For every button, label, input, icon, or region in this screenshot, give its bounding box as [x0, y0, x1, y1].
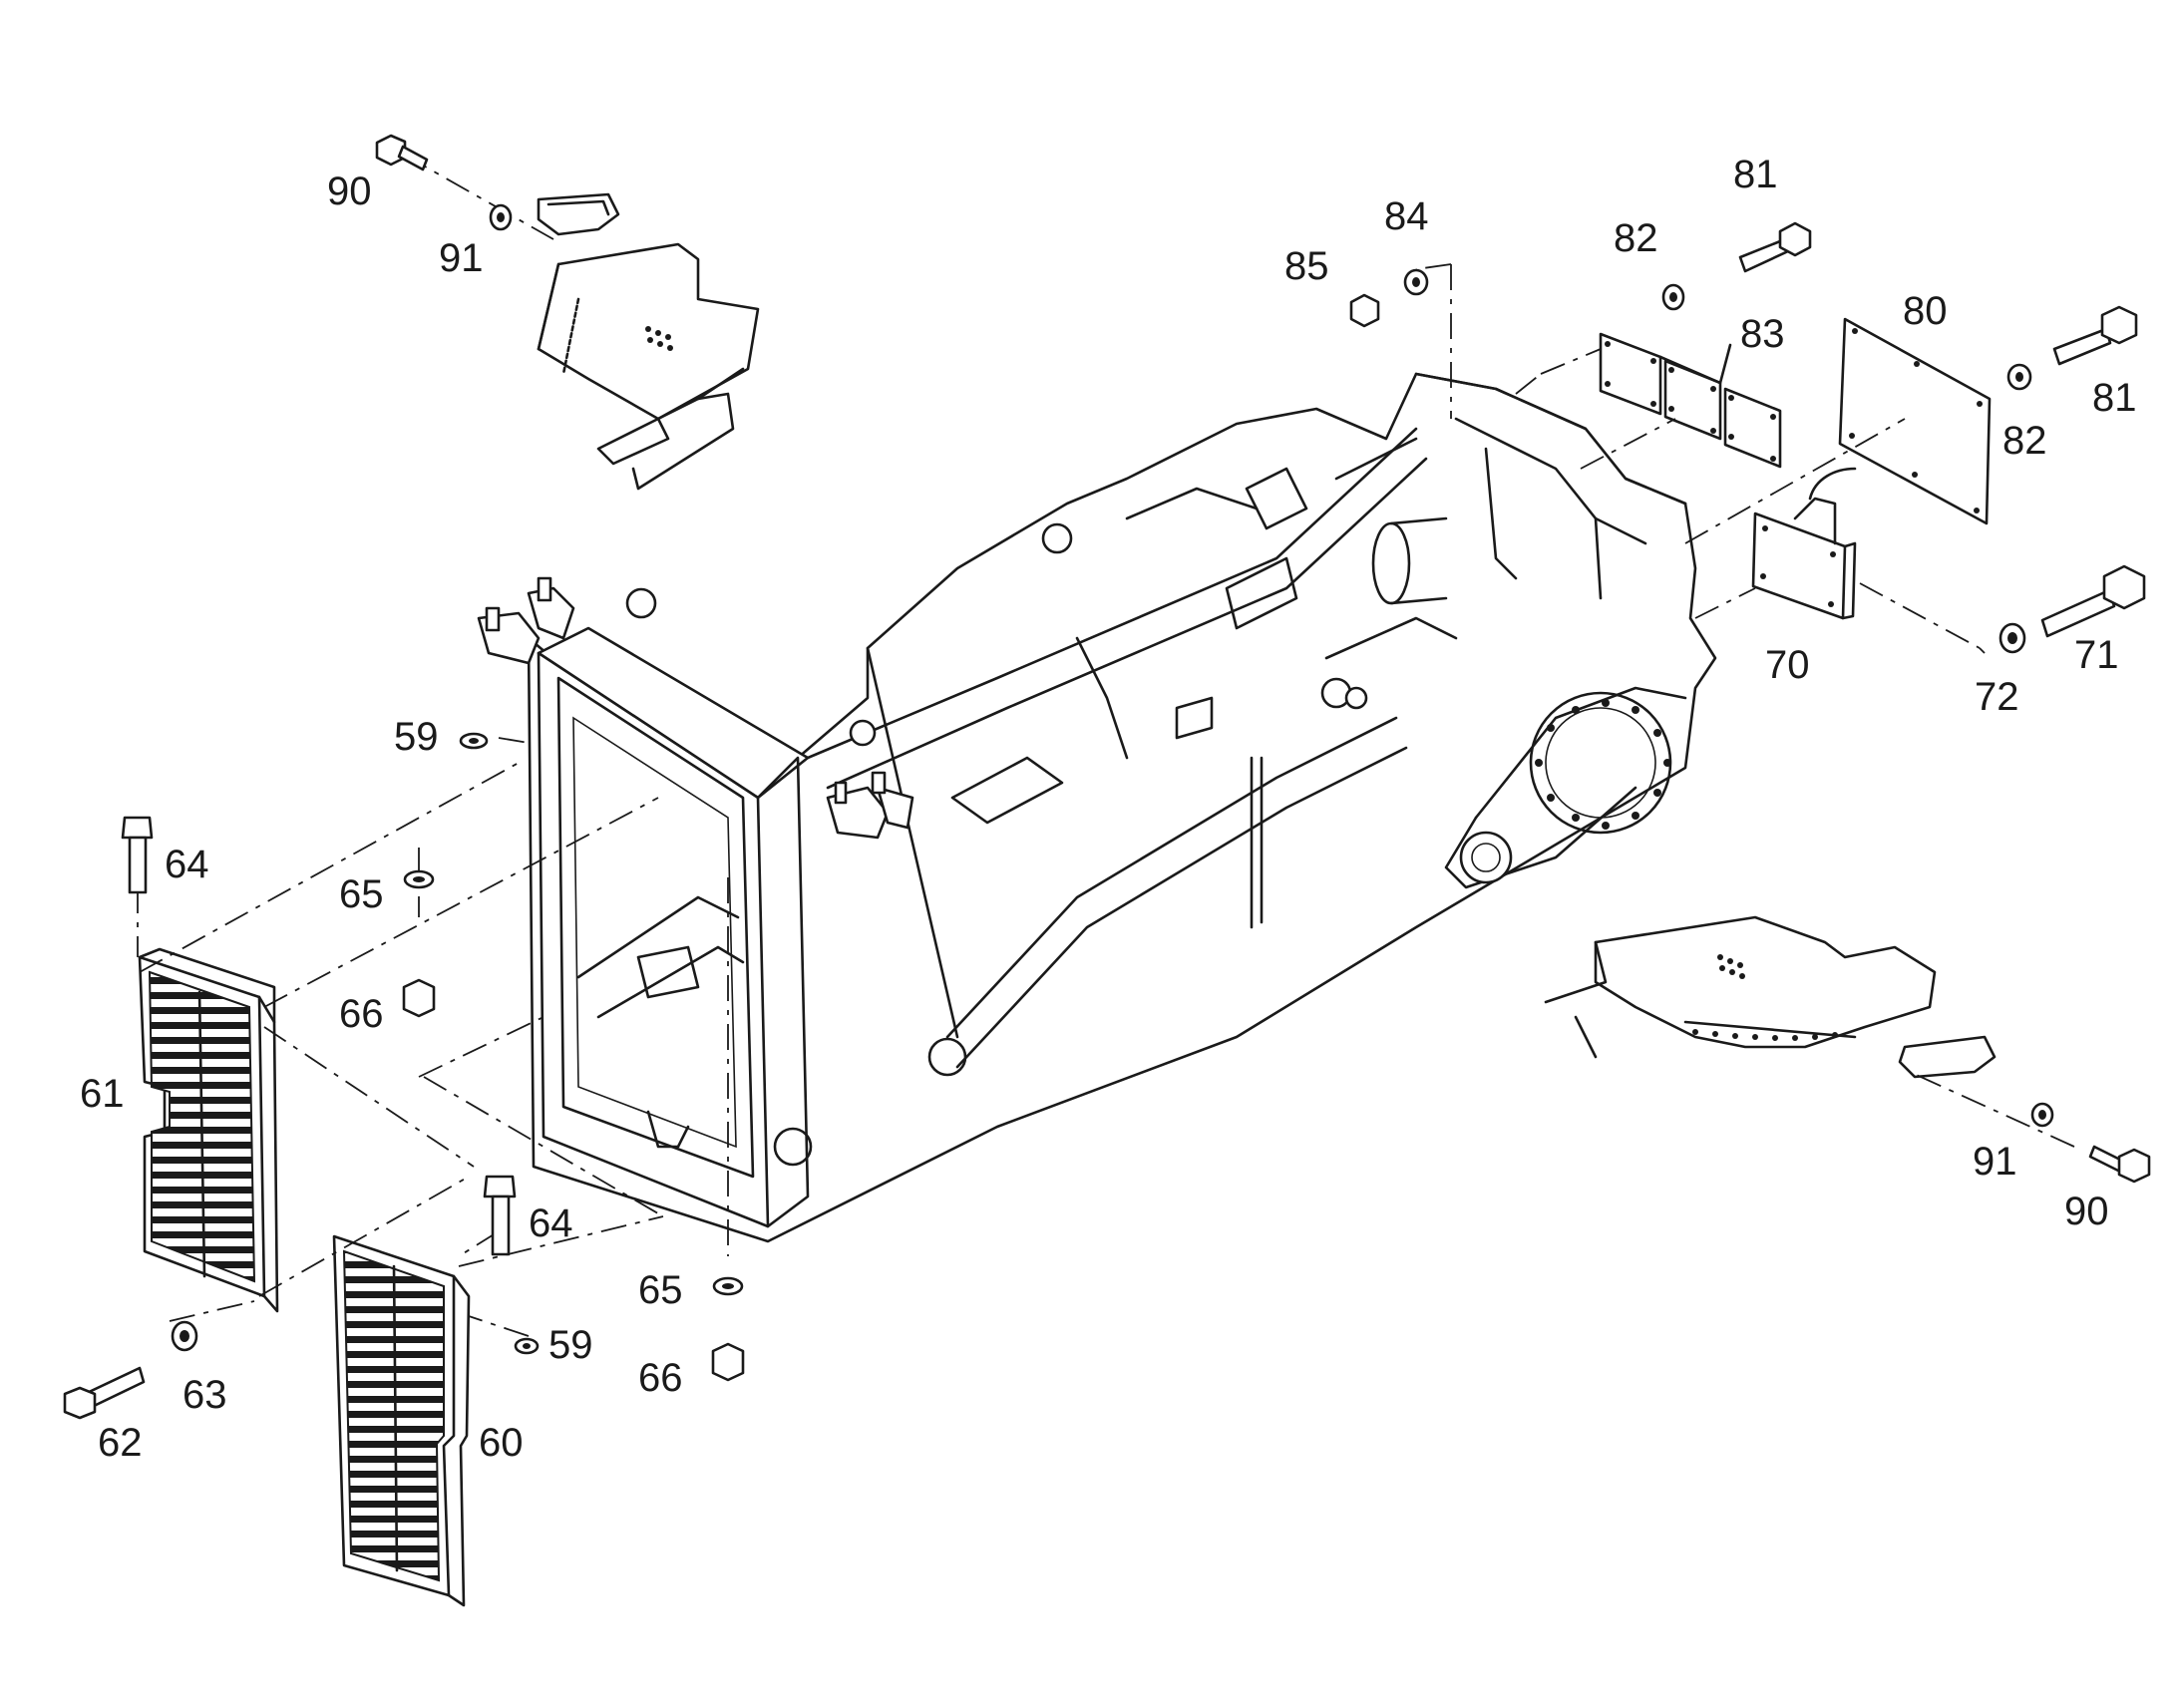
label-81-right: 81	[2092, 376, 2137, 420]
label-63: 63	[182, 1373, 227, 1417]
label-61: 61	[80, 1072, 125, 1116]
label-82-right: 82	[2002, 419, 2047, 463]
hardware	[63, 134, 2151, 1420]
label-65-bottom: 65	[638, 1268, 683, 1312]
label-65-top: 65	[339, 872, 384, 916]
label-60: 60	[479, 1421, 524, 1465]
label-91-bottom: 91	[1973, 1140, 2017, 1184]
label-59-top: 59	[394, 715, 439, 759]
label-83: 83	[1740, 312, 1785, 356]
cover-plates	[1599, 317, 1992, 620]
label-64-mid: 64	[529, 1201, 573, 1245]
label-70: 70	[1765, 643, 1810, 687]
main-frame	[477, 372, 1717, 1243]
grille-60	[332, 1234, 471, 1607]
leader-lines	[137, 154, 2075, 1337]
label-90-bottom: 90	[2064, 1190, 2109, 1233]
label-62: 62	[98, 1421, 143, 1465]
label-91-top: 91	[439, 236, 484, 280]
label-90-top: 90	[327, 170, 372, 213]
top-left-cover	[537, 192, 760, 491]
bottom-right-cover	[1544, 915, 1997, 1079]
label-80: 80	[1903, 289, 1948, 333]
label-66-bottom: 66	[638, 1356, 683, 1400]
label-59-bottom: 59	[548, 1323, 593, 1367]
grille-61	[138, 947, 279, 1313]
label-64-top: 64	[165, 843, 209, 886]
label-81-top: 81	[1733, 153, 1778, 196]
label-66-top: 66	[339, 992, 384, 1036]
label-84: 84	[1384, 194, 1429, 238]
callout-labels: 90 91 85 84 82 81 83 80 81 82 70 71 72 5…	[80, 153, 2137, 1465]
bolt-90-top	[375, 134, 429, 171]
label-72: 72	[1975, 675, 2019, 719]
label-71: 71	[2074, 633, 2119, 677]
label-85: 85	[1284, 244, 1329, 288]
label-82-top: 82	[1614, 216, 1658, 260]
